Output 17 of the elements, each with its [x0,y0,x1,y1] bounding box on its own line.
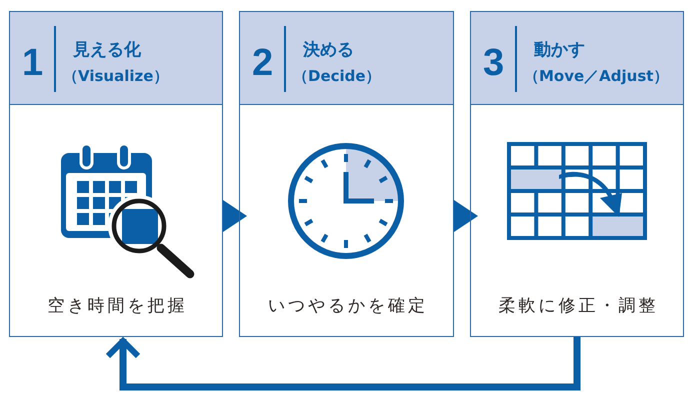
step-description: いつやるかを確定 [267,295,428,317]
step-number: 2 [252,44,274,82]
arrow [223,200,247,232]
step-number: 1 [22,44,44,82]
step-description: 柔軟に修正・調整 [498,295,658,317]
step-card [9,11,223,337]
step-title: 決める [303,40,354,60]
step-card [239,11,454,337]
step-subtitle: （Decide） [293,67,381,85]
step-description: 空き時間を把握 [46,295,188,317]
step-card [470,11,684,337]
step-subtitle: （Move／Adjust） [524,67,668,85]
step-number: 3 [483,44,504,82]
step-subtitle: （Visualize） [63,67,168,85]
arrow [454,200,478,232]
step-title: 見える化 [73,40,141,60]
step-title: 動かす [534,40,585,60]
